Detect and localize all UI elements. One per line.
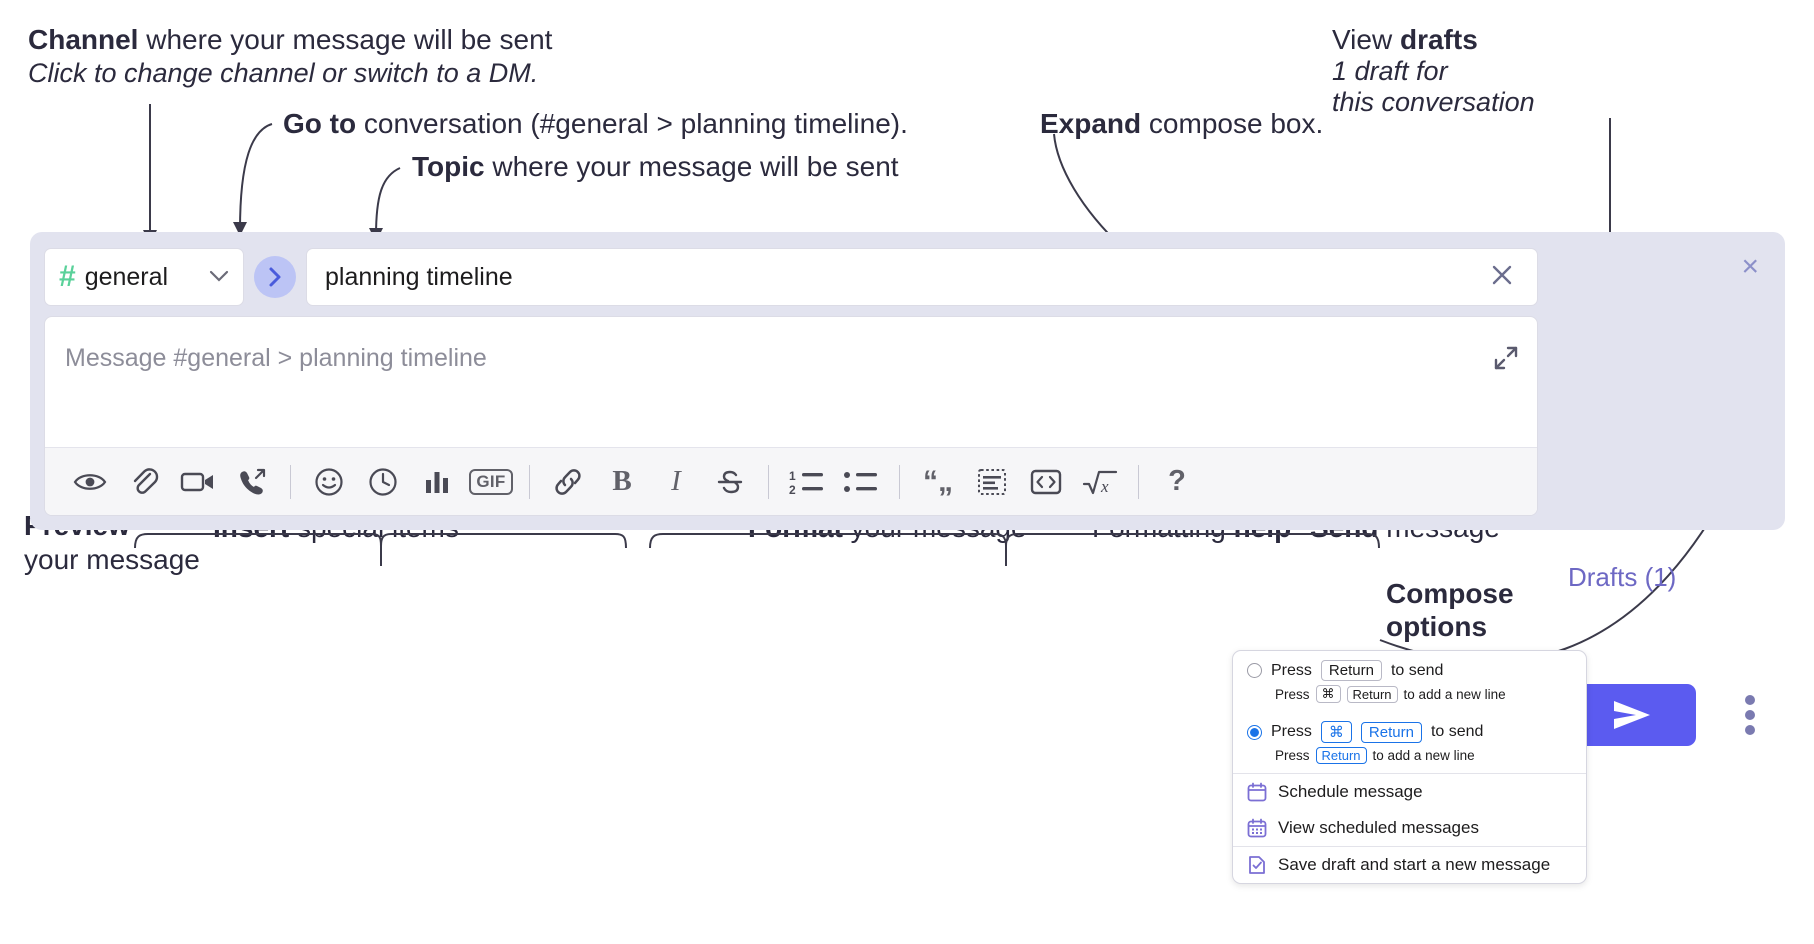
blockquote-label: “„: [923, 464, 953, 498]
expand-compose-icon[interactable]: [1491, 343, 1521, 378]
menu-item-label: Schedule message: [1278, 782, 1423, 801]
message-editor[interactable]: Message #general > planning timeline: [44, 316, 1538, 516]
annotation-drafts-sub1: 1 draft for: [1332, 56, 1448, 86]
menu-option-return-to-send[interactable]: Press Return to send: [1233, 651, 1586, 683]
option1-sub-press: Press: [1275, 686, 1310, 702]
annotation-preview-line2: your message: [24, 544, 200, 575]
poll-icon[interactable]: [410, 455, 464, 509]
toolbar-separator: [1138, 464, 1139, 499]
toolbar-separator: [768, 464, 769, 499]
clock-icon[interactable]: [356, 455, 410, 509]
key-return: Return: [1320, 660, 1382, 681]
gif-icon[interactable]: GIF: [464, 455, 518, 509]
menu-item-save-draft[interactable]: Save draft and start a new message: [1233, 847, 1586, 883]
menu-item-view-scheduled-messages[interactable]: View scheduled messages: [1233, 810, 1586, 846]
bold-label: B: [612, 465, 632, 497]
send-button[interactable]: [1568, 684, 1696, 746]
help-icon[interactable]: ?: [1150, 455, 1204, 509]
italic-label: I: [671, 465, 681, 497]
emoji-icon[interactable]: [302, 455, 356, 509]
strikethrough-icon[interactable]: [703, 455, 757, 509]
svg-text:x: x: [1100, 477, 1109, 496]
toolbar-separator: [290, 464, 291, 499]
annotation-compose-options-l2: options: [1386, 611, 1488, 642]
math-icon[interactable]: x: [1073, 455, 1127, 509]
key-return: Return: [1346, 685, 1398, 703]
radio-icon-selected[interactable]: [1247, 724, 1262, 740]
option2-to-send: to send: [1430, 723, 1484, 740]
channel-name: general: [84, 262, 169, 291]
menu-option2-subtext: Press Return to add a new line: [1233, 745, 1586, 773]
menu-option-cmd-return-to-send[interactable]: Press ⌘ Return to send: [1233, 712, 1586, 745]
menu-item-label: Save draft and start a new message: [1278, 855, 1551, 874]
compose-inner: # general planning timeline: [44, 246, 1538, 516]
link-icon[interactable]: [541, 455, 595, 509]
kebab-dot: [1745, 710, 1755, 720]
option1-sub-rest: to add a new line: [1403, 686, 1506, 702]
menu-item-label: View scheduled messages: [1278, 818, 1479, 837]
drafts-link[interactable]: Drafts (1): [1568, 562, 1677, 592]
message-placeholder: Message #general > planning timeline: [65, 344, 487, 372]
option1-to-send: to send: [1390, 661, 1444, 679]
key-return: Return: [1360, 721, 1422, 743]
formatting-toolbar: GIF B I: [45, 447, 1537, 515]
attachment-icon[interactable]: [117, 455, 171, 509]
annotation-drafts-sub2: this conversation: [1332, 87, 1535, 117]
annotation-topic: Topic where your message will be sent: [412, 151, 899, 182]
close-icon[interactable]: ×: [1741, 250, 1759, 283]
gif-label: GIF: [469, 468, 513, 495]
go-to-conversation-button[interactable]: [254, 256, 296, 298]
hash-icon: #: [59, 260, 76, 293]
save-draft-icon: [1249, 856, 1265, 874]
svg-text:2: 2: [789, 483, 796, 496]
calendar-view-icon: [1247, 818, 1267, 838]
annotation-goto: Go to conversation (#general > planning …: [283, 108, 908, 139]
annotation-expand: Expand compose box.: [1040, 108, 1324, 139]
video-icon[interactable]: [171, 455, 225, 509]
preview-icon[interactable]: [63, 455, 117, 509]
code-block-icon[interactable]: [965, 455, 1019, 509]
toolbar-separator: [529, 464, 530, 499]
annotation-drafts: View drafts: [1332, 24, 1478, 55]
code-icon[interactable]: [1019, 455, 1073, 509]
key-command: ⌘: [1320, 721, 1352, 743]
chevron-down-icon: [209, 267, 229, 287]
kebab-dot: [1745, 725, 1755, 735]
option2-press: Press: [1271, 723, 1312, 740]
audio-call-icon[interactable]: [225, 455, 279, 509]
compose-panel: × Drafts (1) # general: [30, 232, 1785, 746]
help-label: ?: [1168, 465, 1186, 497]
compose-options-button[interactable]: [1745, 690, 1755, 740]
annotation-compose-options-l1: Compose: [1386, 578, 1514, 609]
italic-icon[interactable]: I: [649, 455, 703, 509]
clear-topic-icon[interactable]: [1481, 262, 1523, 293]
menu-divider: [1233, 846, 1586, 847]
option2-sub-rest: to add a new line: [1372, 748, 1475, 763]
chevron-right-icon: [269, 267, 281, 287]
bold-icon[interactable]: B: [595, 455, 649, 509]
compose-options-menu: Press Return to send Press ⌘ Return to a…: [1232, 650, 1587, 884]
menu-item-schedule-message[interactable]: Schedule message: [1233, 774, 1586, 810]
option1-press: Press: [1271, 661, 1312, 679]
option2-sub-press: Press: [1275, 748, 1310, 763]
toolbar-separator: [899, 464, 900, 499]
key-return: Return: [1315, 747, 1367, 764]
svg-text:1: 1: [789, 469, 796, 483]
bulleted-list-icon[interactable]: [834, 455, 888, 509]
radio-icon[interactable]: [1247, 663, 1262, 678]
annotation-channel-sub: Click to change channel or switch to a D…: [28, 58, 539, 88]
key-command: ⌘: [1315, 685, 1341, 703]
menu-divider: [1233, 773, 1586, 774]
send-paper-plane-icon: [1614, 701, 1650, 729]
blockquote-icon[interactable]: “„: [911, 455, 965, 509]
annotation-channel: Channel where your message will be sent: [28, 24, 553, 55]
channel-selector[interactable]: # general: [44, 248, 244, 306]
topic-value: planning timeline: [325, 262, 513, 291]
calendar-schedule-icon: [1247, 782, 1267, 802]
compose-header-row: # general planning timeline: [44, 246, 1538, 308]
menu-option1-subtext: Press ⌘ Return to add a new line: [1233, 683, 1586, 712]
topic-field[interactable]: planning timeline: [306, 248, 1538, 306]
kebab-dot: [1745, 695, 1755, 705]
